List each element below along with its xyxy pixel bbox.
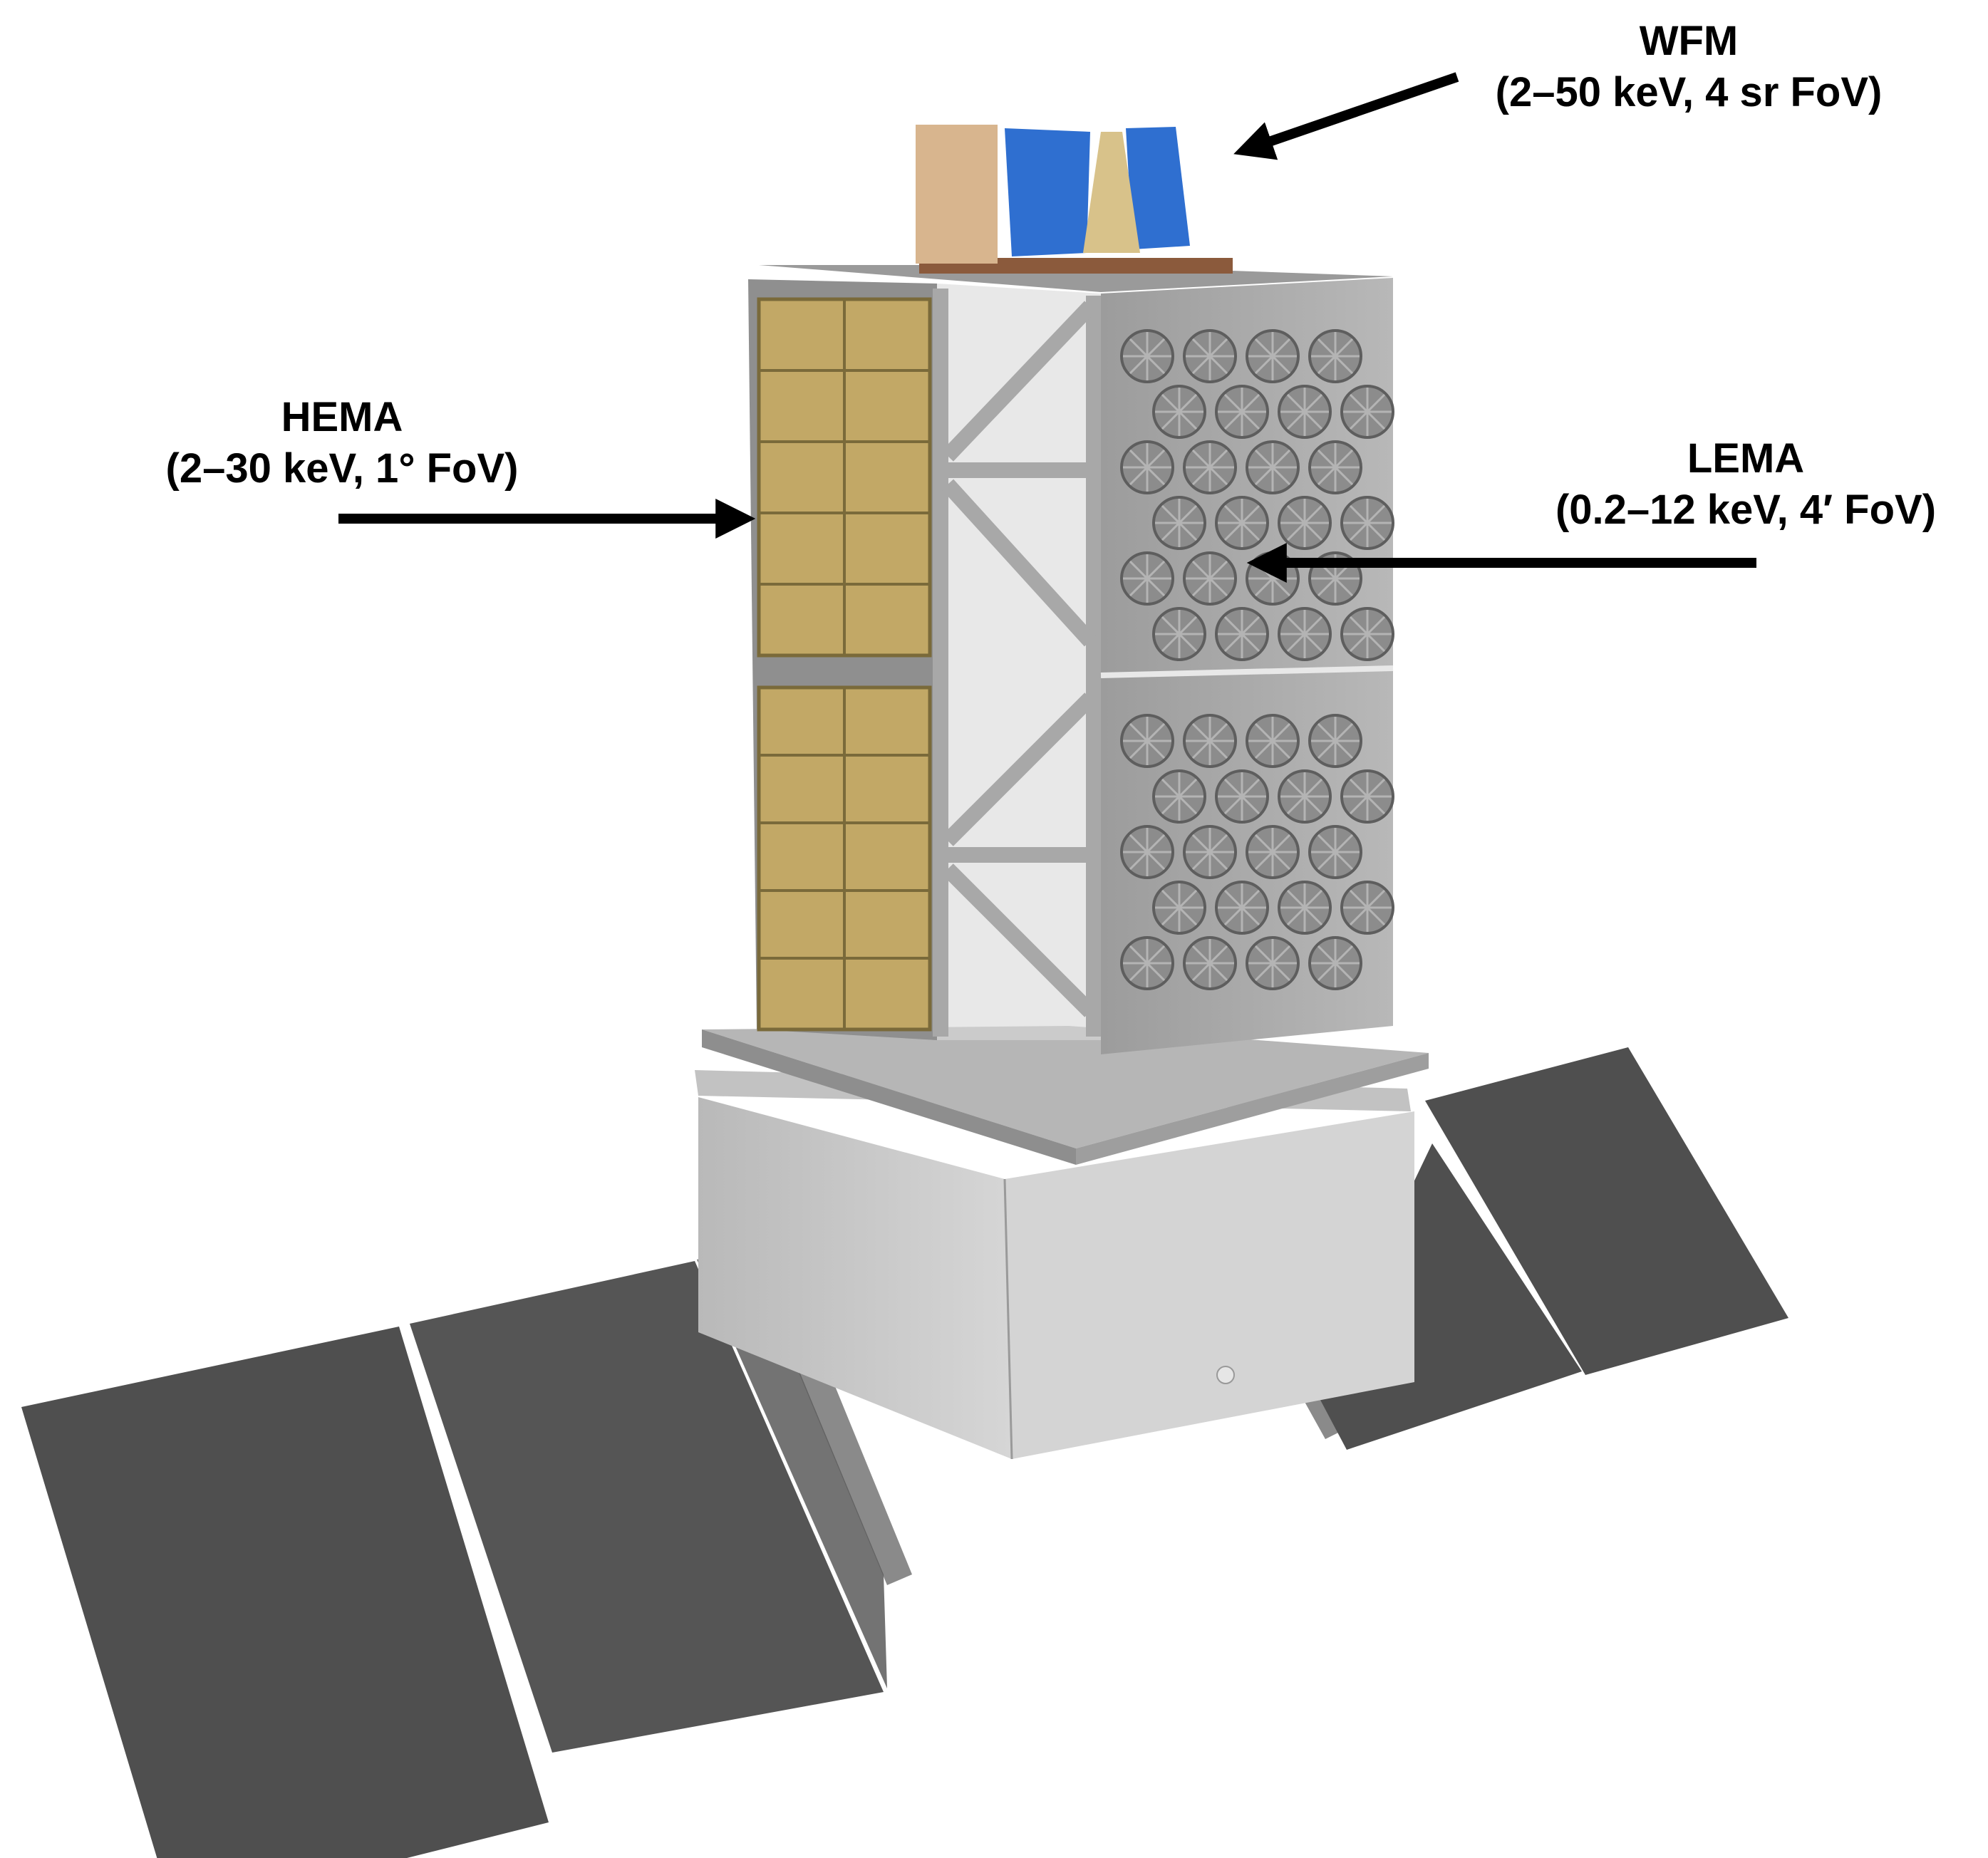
lema-optic-spoke [1254, 834, 1291, 871]
wfm-camera-left [1005, 128, 1090, 256]
lema-optic-spoke [1223, 504, 1260, 541]
lema-optic-spoke [1129, 722, 1166, 759]
wfm-assembly [916, 125, 1233, 274]
lema-name: LEMA [1687, 435, 1805, 482]
lema-optic-spoke [1161, 504, 1198, 541]
lema-optic-spoke [1191, 449, 1228, 486]
lema-optic-spoke [1129, 945, 1166, 982]
solar-panel-right-outer [1425, 1047, 1788, 1375]
wfm-label: WFM (2–50 keV, 4 sr FoV) [1468, 16, 1910, 118]
lema-optic-spoke [1317, 449, 1354, 486]
hema-panel-grid [757, 297, 932, 1032]
lema-optic-spoke [1254, 722, 1291, 759]
lema-optic-spoke [1223, 778, 1260, 815]
lema-optic-spoke [1254, 449, 1291, 486]
lema-optic-spoke [1191, 338, 1228, 375]
solar-panel-left-outer [21, 1327, 549, 1858]
lema-optic-spoke [1161, 616, 1198, 653]
lema-optic-spoke [1191, 722, 1228, 759]
lema-optic-spoke [1129, 560, 1166, 597]
hema-label: HEMA (2–30 keV, 1° FoV) [121, 392, 563, 494]
wfm-support [1083, 132, 1140, 253]
lema-optic-spoke [1191, 945, 1228, 982]
lema-optic-spoke [1161, 778, 1198, 815]
lema-optic-spoke [1223, 616, 1260, 653]
solar-panel-left-middle [410, 1261, 884, 1753]
solar-panel-left-inner [697, 1248, 887, 1688]
lema-optic-spoke [1349, 393, 1386, 430]
hema-name: HEMA [281, 394, 403, 440]
wfm-name: WFM [1639, 18, 1739, 64]
payload-tower [748, 265, 1394, 1054]
lema-optic-spoke [1223, 889, 1260, 926]
bus-port [1216, 1366, 1235, 1384]
lema-optic-spoke [1286, 616, 1323, 653]
left-solar-array [21, 1248, 912, 1858]
lema-optic-spoke [1317, 722, 1354, 759]
wfm-detail: (2–50 keV, 4 sr FoV) [1495, 69, 1883, 115]
lema-optic-spoke [1191, 560, 1228, 597]
wfm-arrow [1233, 72, 1459, 160]
lema-optic-spoke [1317, 945, 1354, 982]
truss-frame [937, 284, 1101, 1040]
bus-box-side [1005, 1111, 1414, 1459]
lema-optic-spoke [1317, 338, 1354, 375]
lema-optic-spoke [1129, 834, 1166, 871]
lema-optic-spoke [1254, 338, 1291, 375]
lema-optic-spoke [1161, 889, 1198, 926]
lema-optic-spoke [1286, 889, 1323, 926]
lema-optic-spoke [1191, 834, 1228, 871]
payload-deck [702, 1026, 1429, 1148]
hema-detail: (2–30 keV, 1° FoV) [165, 445, 519, 492]
lema-optic-spoke [1286, 393, 1323, 430]
lema-optic-spoke [1286, 504, 1323, 541]
lema-optic-spoke [1349, 616, 1386, 653]
lema-optic-spoke [1129, 449, 1166, 486]
lema-optic-spoke [1161, 393, 1198, 430]
lema-optic-spoke [1349, 504, 1386, 541]
lema-optic-spoke [1286, 778, 1323, 815]
lema-label: LEMA (0.2–12 keV, 4′ FoV) [1503, 433, 1988, 536]
truss-members [933, 289, 1102, 1037]
lema-optic-spoke [1349, 778, 1386, 815]
lema-optic-spoke [1129, 338, 1166, 375]
bus-box-front [698, 1097, 1012, 1459]
lema-optic-spoke [1223, 393, 1260, 430]
lema-optic-spoke [1349, 889, 1386, 926]
lema-detail: (0.2–12 keV, 4′ FoV) [1555, 487, 1937, 533]
lema-optic-spoke [1317, 834, 1354, 871]
wfm-camera-right [1126, 127, 1190, 249]
lema-optic-spoke [1254, 945, 1291, 982]
wfm-tan-panel [916, 125, 998, 264]
tower-top-plate [759, 265, 1393, 292]
